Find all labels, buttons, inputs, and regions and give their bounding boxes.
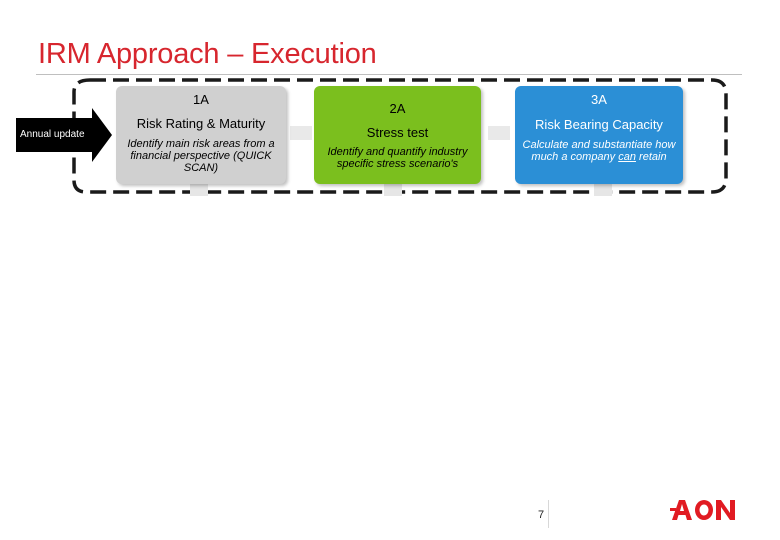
- step-name: Risk Bearing Capacity: [535, 117, 663, 132]
- step-box-risk-rating: 1A Risk Rating & Maturity Identify main …: [116, 86, 286, 184]
- connector-2-3: [488, 126, 510, 140]
- page-number-rule: [548, 500, 549, 528]
- step-description-part: Calculate and substantiate how much a co…: [522, 139, 676, 163]
- box-3-shadow: [594, 184, 612, 196]
- step-code: 2A: [389, 101, 406, 116]
- box-1-shadow: [190, 184, 208, 196]
- step-code: 3A: [591, 92, 607, 107]
- page-number: 7: [538, 509, 545, 521]
- dashed-cycle-border: [72, 78, 728, 194]
- step-description-part: retain: [639, 151, 667, 163]
- title-divider: [36, 74, 742, 75]
- slide-title: IRM Approach – Execution: [38, 38, 377, 70]
- step-description: Identify main risk areas from a financia…: [127, 138, 275, 174]
- step-description-underlined: can: [618, 151, 636, 163]
- step-name: Stress test: [366, 125, 429, 140]
- box-2-shadow: [384, 184, 402, 196]
- step-description: Identify and quantify industry specific …: [327, 146, 468, 170]
- step-box-stress-test: 2A Stress test Identify and quantify ind…: [314, 86, 481, 184]
- step-name: Risk Rating & Maturity: [136, 116, 266, 131]
- aon-logo: [670, 496, 740, 522]
- step-code: 1A: [193, 92, 209, 107]
- step-box-risk-bearing-capacity: 3A Risk Bearing Capacity Calculate and s…: [515, 86, 683, 184]
- step-description: Calculate and substantiate how much a co…: [521, 139, 677, 163]
- connector-1-2: [290, 126, 312, 140]
- annual-update-label: Annual update: [20, 129, 85, 140]
- annual-update-arrow: [16, 108, 112, 162]
- aon-logo-mark: [670, 500, 735, 520]
